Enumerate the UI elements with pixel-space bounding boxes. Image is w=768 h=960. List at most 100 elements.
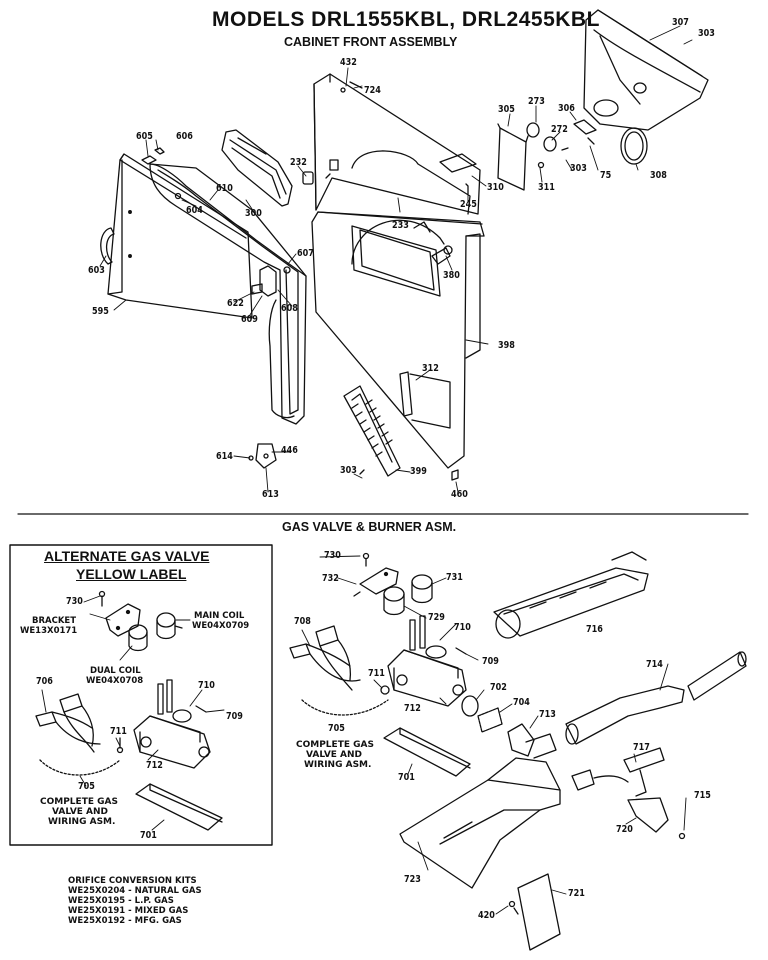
callout-711: 711 [368, 668, 385, 679]
callout-273: 273 [528, 96, 545, 107]
callout-303-duct: 303 [698, 28, 715, 39]
callout-604: 604 [186, 205, 203, 216]
exhaust-duct-307 [583, 9, 709, 131]
alt-main-coil-label: MAIN COIL [194, 611, 245, 621]
bracket-305 [497, 127, 527, 191]
duct-ring-308 [620, 127, 648, 165]
alternate-gas-valve-box [9, 544, 273, 846]
callout-232: 232 [290, 157, 307, 168]
callout-alt-705: 705 [78, 781, 95, 792]
callout-607: 607 [297, 248, 314, 259]
callout-399: 399 [410, 466, 427, 477]
alt-dual-coil-label: DUAL COIL [90, 666, 141, 676]
burner-tube-714 [565, 685, 685, 745]
orifice-kit-1: WE25X0204 - NATURAL GAS [68, 886, 202, 896]
callout-233: 233 [392, 220, 409, 231]
callout-446: 446 [281, 445, 298, 456]
alt-main-coil-part: WE04X0709 [192, 621, 250, 631]
callout-alt-710: 710 [198, 680, 215, 691]
callout-713: 713 [539, 709, 556, 720]
callout-432: 432 [340, 57, 357, 68]
door-inner-frame [149, 163, 307, 425]
callout-712: 712 [404, 703, 421, 714]
main-complete-caption-2: VALVE AND [306, 750, 363, 760]
callout-717: 717 [633, 742, 650, 753]
door-latch-bracket [259, 265, 277, 297]
callout-307: 307 [672, 17, 689, 28]
callout-720: 720 [616, 824, 633, 835]
callout-709: 709 [482, 656, 499, 667]
door-window-300 [221, 129, 293, 207]
callout-716: 716 [586, 624, 603, 635]
alternate-box-subtitle: YELLOW LABEL [76, 566, 187, 582]
alt-complete-caption-3: WIRING ASM. [48, 817, 116, 827]
shield-721 [517, 873, 561, 951]
section-title-gas-valve: GAS VALVE & BURNER ASM. [282, 520, 457, 534]
callout-245: 245 [460, 199, 477, 210]
callout-729: 729 [428, 612, 445, 623]
callout-alt-709: 709 [226, 711, 243, 722]
upper-front-panel [313, 73, 481, 215]
callout-708: 708 [294, 616, 311, 627]
kick-panel-grille-399 [343, 385, 401, 477]
callout-alt-701: 701 [140, 830, 157, 841]
callout-622: 622 [227, 298, 244, 309]
callout-731: 731 [446, 572, 463, 583]
callout-608: 608 [281, 303, 298, 314]
callout-308: 308 [650, 170, 667, 181]
callout-311: 311 [538, 182, 555, 193]
callout-alt-706: 706 [36, 676, 53, 687]
callout-460: 460 [451, 489, 468, 500]
callout-721: 721 [568, 888, 585, 899]
callout-714: 714 [646, 659, 663, 670]
callout-300: 300 [245, 208, 262, 219]
callout-610: 610 [216, 183, 233, 194]
callout-606: 606 [176, 131, 193, 142]
door-outer-panel-595 [107, 153, 253, 319]
callout-alt-712: 712 [146, 760, 163, 771]
section-subtitle-cabinet: CABINET FRONT ASSEMBLY [284, 35, 458, 49]
alternate-box-title: ALTERNATE GAS VALVE [44, 548, 210, 564]
callout-312: 312 [422, 363, 439, 374]
lower-hinge-613 [255, 443, 277, 469]
callout-272: 272 [551, 124, 568, 135]
callout-705: 705 [328, 723, 345, 734]
lower-front-panel-398 [311, 211, 485, 469]
callout-420: 420 [478, 910, 495, 921]
callout-730: 730 [324, 550, 341, 561]
callout-380: 380 [443, 270, 460, 281]
alt-complete-caption-2: VALVE AND [52, 807, 109, 817]
callout-704: 704 [513, 697, 530, 708]
callout-715: 715 [694, 790, 711, 801]
callout-alt-730: 730 [66, 596, 83, 607]
callout-75: 75 [600, 170, 612, 181]
callout-303-vent: 303 [570, 163, 587, 174]
alt-dual-coil-part: WE04X0708 [86, 676, 144, 686]
callout-609: 609 [241, 314, 258, 325]
callout-724: 724 [364, 85, 381, 96]
callout-732: 732 [322, 573, 339, 584]
callout-305: 305 [498, 104, 515, 115]
burner-tube-716 [493, 551, 649, 639]
main-complete-caption-1: COMPLETE GAS [296, 740, 374, 750]
orifice-kit-3: WE25X0191 - MIXED GAS [68, 906, 189, 916]
main-complete-caption-3: WIRING ASM. [304, 760, 372, 770]
alt-complete-caption-1: COMPLETE GAS [40, 797, 118, 807]
door-handle-603 [100, 227, 115, 265]
orifice-kit-4: WE25X0192 - MFG. GAS [68, 916, 182, 926]
callout-alt-711: 711 [110, 726, 127, 737]
callout-605: 605 [136, 131, 153, 142]
callout-603: 603 [88, 265, 105, 276]
burner-base-723 [399, 757, 561, 889]
alt-valve-body [133, 679, 211, 769]
callout-310: 310 [487, 182, 504, 193]
callout-306: 306 [558, 103, 575, 114]
callout-710: 710 [454, 622, 471, 633]
callout-595: 595 [92, 306, 109, 317]
callout-701: 701 [398, 772, 415, 783]
page-title: MODELS DRL1555KBL, DRL2455KBL [212, 8, 600, 31]
orifice-kits-title: ORIFICE CONVERSION KITS [68, 876, 197, 886]
callout-613: 613 [262, 489, 279, 500]
orifice-kit-2: WE25X0195 - L.P. GAS [68, 896, 174, 906]
